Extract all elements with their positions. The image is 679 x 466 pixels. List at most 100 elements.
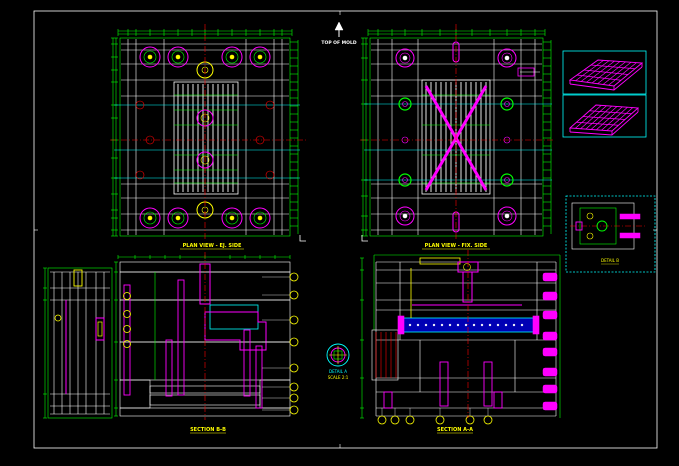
water-plug-core bbox=[402, 177, 408, 183]
ejector-pin bbox=[255, 345, 263, 409]
section-a-a-view bbox=[360, 250, 561, 425]
sheet-border-line bbox=[33, 10, 658, 449]
item-balloon bbox=[289, 382, 299, 392]
guide-bushing-bore bbox=[497, 206, 517, 226]
item-balloon bbox=[405, 415, 415, 425]
section-b-b-title: SECTION B-B bbox=[190, 427, 226, 433]
slide-lock bbox=[95, 317, 105, 341]
cavity-end bbox=[397, 315, 405, 335]
ejector-pin bbox=[123, 284, 131, 396]
clamp-bolt-head bbox=[542, 384, 558, 394]
guide-bushing-center bbox=[402, 213, 408, 219]
guide-pin bbox=[171, 50, 185, 64]
guide-pin-bore bbox=[139, 46, 161, 68]
cavity-vent bbox=[504, 323, 508, 327]
guide-pin bbox=[143, 211, 157, 225]
cavity-outline bbox=[173, 81, 239, 195]
cavity-end bbox=[532, 315, 540, 335]
plan-view-ejector-side bbox=[110, 24, 306, 242]
item-balloon bbox=[465, 415, 475, 425]
ejector-pin bbox=[493, 391, 503, 409]
isometric-rib bbox=[576, 121, 619, 126]
cavity-vent bbox=[448, 323, 452, 327]
isometric-part-views bbox=[562, 50, 647, 138]
cavity-vent bbox=[408, 323, 412, 327]
guide-pin-center bbox=[175, 54, 181, 60]
cavity-vent bbox=[472, 323, 476, 327]
cavity-vent bbox=[424, 323, 428, 327]
plan-view-ejector-side-title: PLAN VIEW - EJ. SIDE bbox=[183, 243, 242, 249]
guide-pin-bore bbox=[221, 46, 243, 68]
screw-hole bbox=[135, 100, 145, 110]
top-of-mold-indicator bbox=[334, 21, 344, 37]
cavity-vent bbox=[456, 323, 460, 327]
screw-hole bbox=[135, 170, 145, 180]
guide-bushing-center bbox=[504, 213, 510, 219]
isometric-rib bbox=[589, 110, 632, 115]
guide-pin bbox=[143, 50, 157, 64]
locating-ring bbox=[419, 257, 461, 265]
bolt-hole bbox=[596, 220, 608, 232]
cavity-vent bbox=[512, 323, 516, 327]
ejector-pin bbox=[177, 279, 185, 396]
detail-a-circle bbox=[326, 343, 350, 367]
guide-pin-center bbox=[147, 215, 153, 221]
guide-pin bbox=[225, 211, 239, 225]
isometric-rib bbox=[583, 69, 629, 75]
water-plug-core bbox=[504, 101, 510, 107]
isometric-rib bbox=[582, 116, 626, 120]
dowel-pin bbox=[586, 232, 594, 240]
item-balloon bbox=[123, 310, 131, 318]
detail-a-insert bbox=[333, 350, 343, 360]
part-profile bbox=[204, 311, 267, 351]
cavity-vent bbox=[440, 323, 444, 327]
guide-bushing bbox=[501, 210, 513, 222]
isometric-view-frame bbox=[562, 94, 647, 138]
clamp-bolt-head bbox=[542, 291, 558, 301]
item-balloon bbox=[123, 325, 131, 333]
guide-bushing bbox=[501, 52, 513, 64]
guide-pin bbox=[225, 50, 239, 64]
water-plug bbox=[398, 97, 412, 111]
guide-pin-center bbox=[147, 54, 153, 60]
clamp-bolt-head bbox=[542, 331, 558, 341]
side-section-view bbox=[43, 267, 113, 419]
guide-bushing-bore bbox=[497, 48, 517, 68]
guide-pin-bore bbox=[167, 46, 189, 68]
item-balloon bbox=[390, 415, 400, 425]
guide-bushing-center bbox=[504, 55, 510, 61]
guide-pin-center bbox=[257, 54, 263, 60]
detail-b-view bbox=[565, 195, 656, 273]
section-b-b-view bbox=[114, 252, 299, 420]
guide-bushing bbox=[399, 210, 411, 222]
slide-lock-core bbox=[97, 321, 103, 337]
locating-ring bbox=[73, 269, 83, 287]
item-balloon bbox=[123, 340, 131, 348]
guide-pin bbox=[171, 211, 185, 225]
plan-view-fixed-side bbox=[360, 24, 553, 242]
dowel-pin bbox=[586, 212, 594, 220]
guide-pin-bore bbox=[221, 207, 243, 229]
item-balloon bbox=[289, 272, 299, 282]
guide-pin bbox=[253, 50, 267, 64]
section-a-a-title: SECTION A-A bbox=[437, 427, 473, 433]
ejector-pin bbox=[439, 361, 449, 407]
cavity-vent bbox=[464, 323, 468, 327]
guide-pin-bore bbox=[167, 207, 189, 229]
water-plug bbox=[398, 173, 412, 187]
cavity-vent bbox=[432, 323, 436, 327]
item-balloon bbox=[289, 405, 299, 415]
detail-b-frame bbox=[565, 195, 656, 273]
cavity-vent bbox=[520, 323, 524, 327]
water-plug-core bbox=[402, 101, 408, 107]
clamp-bolt-head bbox=[542, 347, 558, 357]
top-of-mold-arrow-head bbox=[334, 21, 344, 31]
clamp-bolt-head bbox=[542, 367, 558, 377]
screw-hole bbox=[265, 100, 275, 110]
detail-a-title: DETAIL A bbox=[329, 369, 347, 374]
guide-bushing-bore bbox=[395, 48, 415, 68]
view-corner-mark bbox=[361, 235, 368, 242]
cavity-vent bbox=[488, 323, 492, 327]
item-balloon bbox=[289, 290, 299, 300]
